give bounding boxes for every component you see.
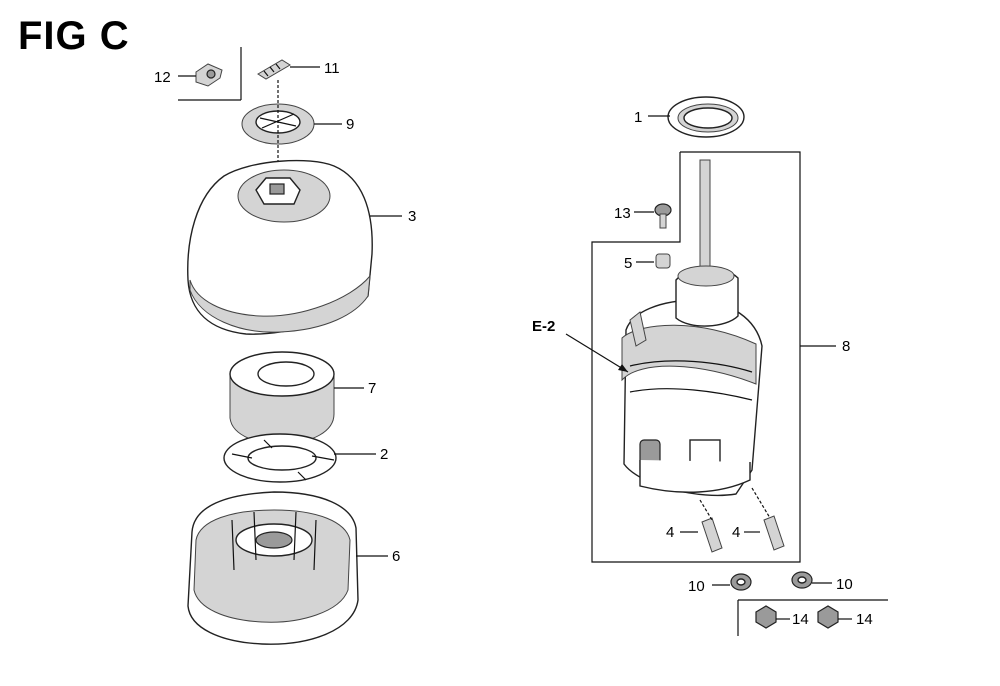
callout-13: 13: [614, 205, 631, 222]
callout-12: 12: [154, 69, 171, 86]
part-8-bracket: [591, 151, 836, 563]
part-4-pin-right: [744, 515, 785, 551]
part-1-gasket-ring: [648, 96, 745, 138]
callout-8: 8: [842, 338, 850, 355]
callout-3: 3: [408, 208, 416, 225]
part-11-stud-bolt: [257, 59, 320, 80]
callout-14-left: 14: [792, 611, 809, 628]
part-9-grommet: [241, 103, 342, 145]
part-4-pin-left: [680, 517, 723, 553]
part-10-nut-right: [791, 571, 832, 589]
callout-e2: E-2: [532, 318, 555, 335]
part-14-bracket: [737, 599, 888, 636]
figure-title: FIG C: [18, 14, 130, 58]
part-12-wing-nut: [178, 63, 223, 87]
part-12-bracket: [178, 47, 242, 101]
part-14-nut-left: [755, 605, 790, 629]
callout-4-right: 4: [732, 524, 740, 541]
callout-1: 1: [634, 109, 642, 126]
callout-10-right: 10: [836, 576, 853, 593]
part-2-filter-grid: [223, 433, 376, 483]
part-3-air-cleaner-cover: [187, 159, 402, 335]
part-5-collar: [636, 253, 671, 269]
callout-5: 5: [624, 255, 632, 272]
part-13-bolt: [634, 203, 672, 229]
callout-9: 9: [346, 116, 354, 133]
callout-4-left: 4: [666, 524, 674, 541]
callout-2: 2: [380, 446, 388, 463]
callout-7: 7: [368, 380, 376, 397]
callout-10-left: 10: [688, 578, 705, 595]
reference-arrow: [565, 333, 629, 373]
part-7-filter-element: [229, 351, 364, 445]
part-8-air-cleaner-elbow: [621, 159, 763, 497]
callout-11: 11: [324, 60, 340, 77]
part-10-nut-left: [712, 573, 752, 591]
callout-14-right: 14: [856, 611, 873, 628]
part-6-air-cleaner-case: [187, 491, 388, 645]
part-14-nut-right: [817, 605, 852, 629]
callout-6: 6: [392, 548, 400, 565]
